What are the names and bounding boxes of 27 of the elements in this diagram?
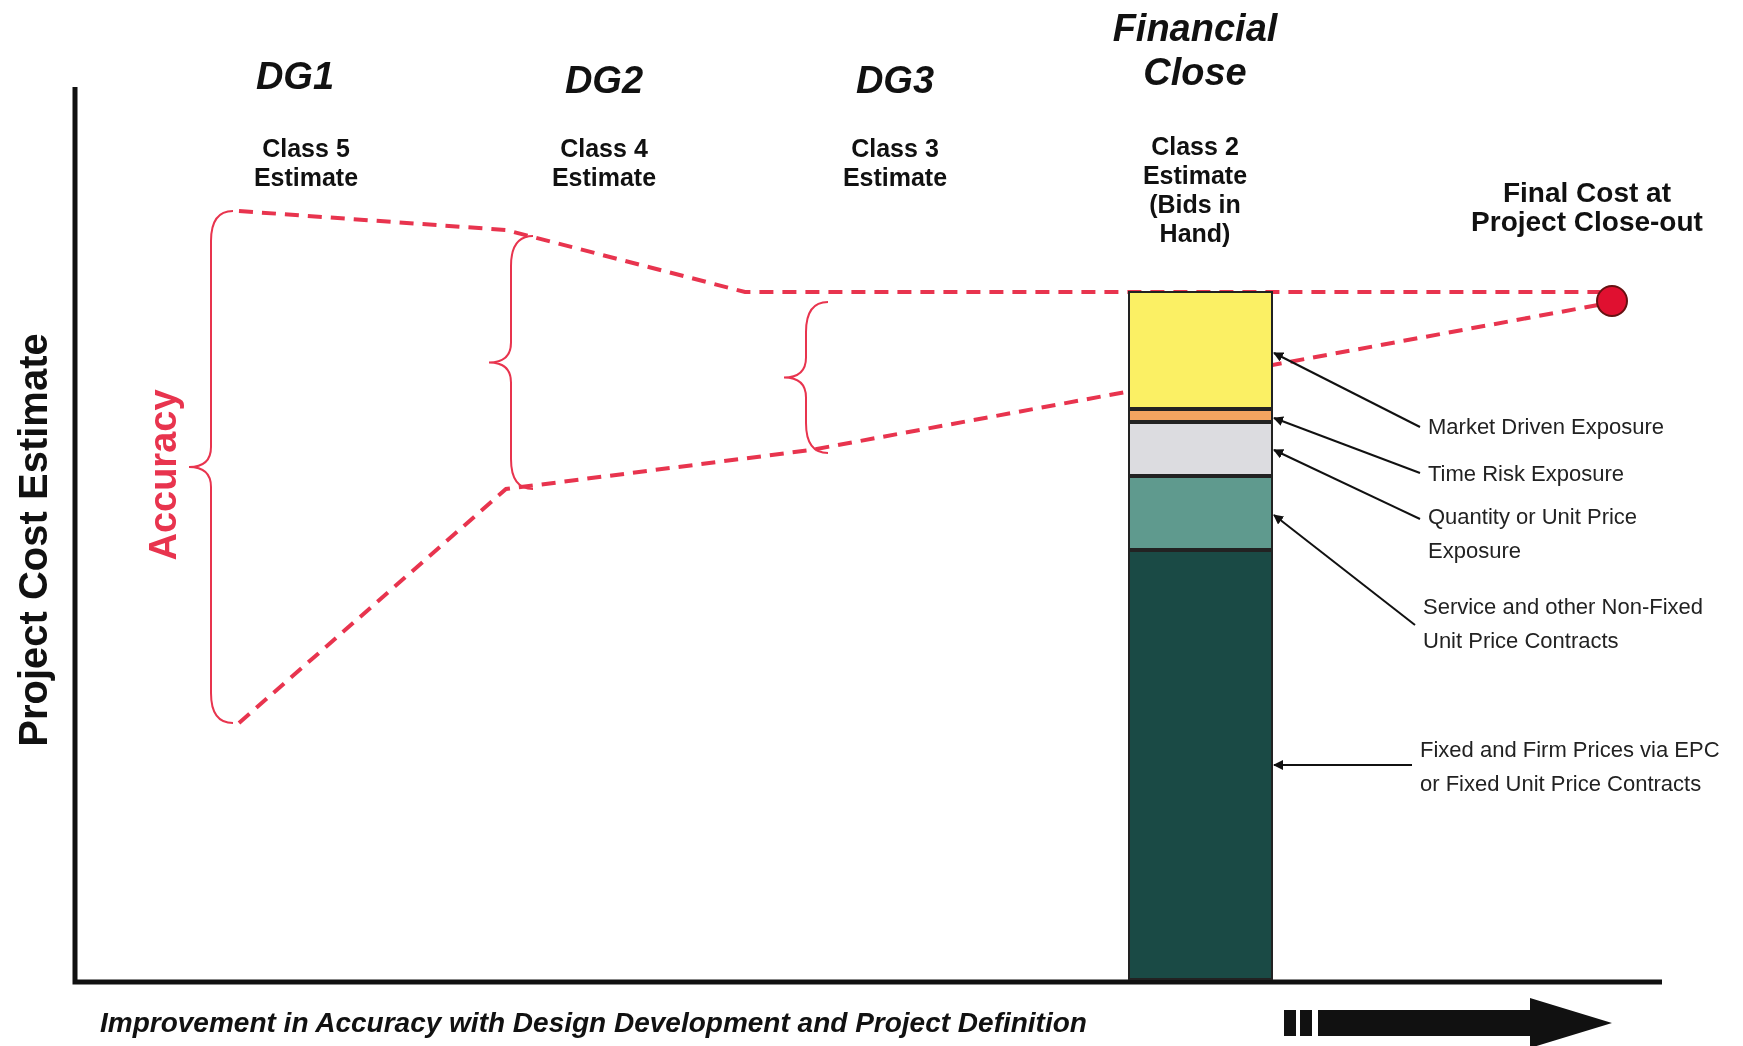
leader-line (1273, 416, 1421, 474)
segment-label: Quantity or Unit Price Exposure (1428, 500, 1643, 568)
end-point-label: Final Cost at Project Close-out (1470, 178, 1704, 236)
axis-title: Improvement in Accuracy with Design Development and Project Definition (100, 1006, 1088, 1040)
leader-line (1273, 760, 1413, 770)
estimate-class-label: Class 2 Estimate (Bids in Hand) (1141, 132, 1249, 248)
leader-line (1273, 352, 1421, 428)
estimate-class-label: Class 4 Estimate (550, 134, 658, 192)
accuracy-label: Accuracy (141, 388, 185, 563)
axis-title: Project Cost Estimate (10, 332, 56, 749)
bar-segment (1128, 409, 1273, 422)
milestone-heading: DG3 (854, 58, 936, 102)
milestone-heading: DG2 (563, 58, 645, 102)
estimate-class-label: Class 5 Estimate (252, 134, 360, 192)
segment-label: Market Driven Exposure (1428, 410, 1738, 444)
leader-line (1273, 449, 1421, 520)
segment-label: Service and other Non-Fixed Unit Price Contracts (1423, 590, 1713, 658)
milestone-heading: DG1 (254, 54, 336, 98)
bar-segment (1128, 476, 1273, 550)
bar-segment (1128, 550, 1273, 980)
estimate-class-label: Class 3 Estimate (841, 134, 949, 192)
milestone-heading: Financial Close (1111, 6, 1279, 94)
leader-line (1273, 514, 1416, 626)
bar-segment (1128, 291, 1273, 409)
segment-label: Time Risk Exposure (1428, 457, 1738, 491)
bar-segment (1128, 422, 1273, 476)
segment-label: Fixed and Firm Prices via EPC or Fixed Unit Price Contracts (1420, 733, 1720, 801)
